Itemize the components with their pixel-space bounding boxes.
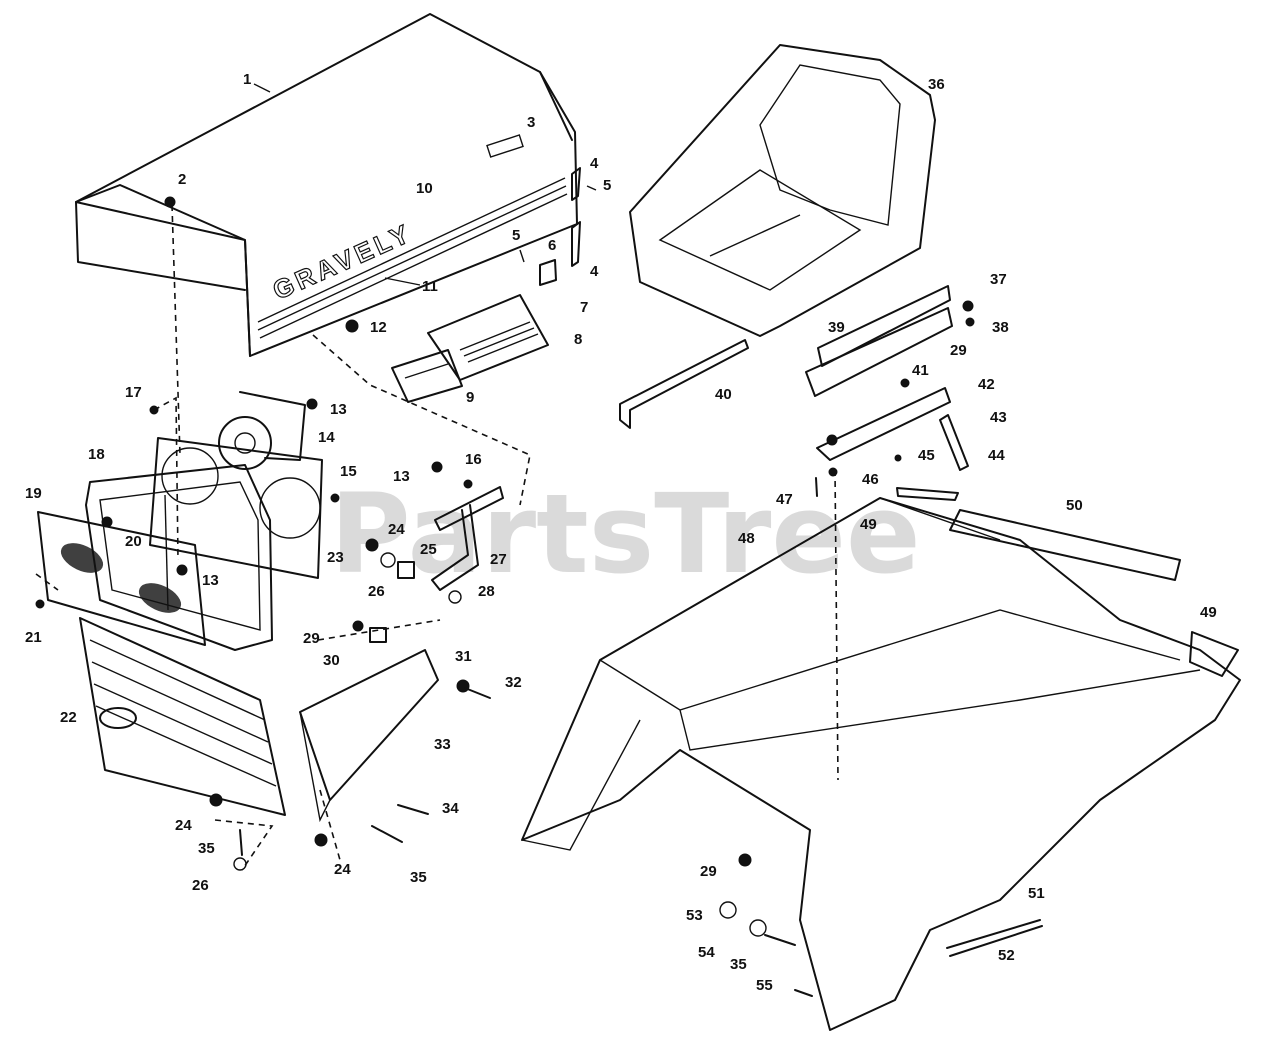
hood-latch-parts xyxy=(519,167,597,286)
callout-4: 4 xyxy=(590,155,599,172)
callout-52: 52 xyxy=(998,947,1015,964)
callout-14: 14 xyxy=(318,429,335,446)
callout-47: 47 xyxy=(776,491,793,508)
callout-32: 32 xyxy=(505,674,522,691)
callout-8: 8 xyxy=(574,331,582,348)
callout-29: 29 xyxy=(303,630,320,647)
callout-35b: 35 xyxy=(410,869,427,886)
callout-29b: 29 xyxy=(950,342,967,359)
assembly-lines xyxy=(35,204,839,871)
latch-rod-part xyxy=(946,919,1043,957)
support-arm-part xyxy=(431,486,504,591)
callout-18: 18 xyxy=(88,446,105,463)
callout-labels: 1 2 3 4 5 4 5 6 7 8 9 10 11 12 13 14 13 … xyxy=(25,71,1217,994)
decal-part xyxy=(391,294,549,403)
callout-25: 25 xyxy=(420,541,437,558)
callout-11: 11 xyxy=(422,278,438,295)
callout-24c: 24 xyxy=(334,861,351,878)
callout-28: 28 xyxy=(478,583,495,600)
headlight-panel-part xyxy=(149,437,323,579)
callout-55: 55 xyxy=(756,977,773,994)
callout-12: 12 xyxy=(370,319,387,336)
callout-31: 31 xyxy=(455,648,472,665)
callout-27: 27 xyxy=(490,551,507,568)
callout-23: 23 xyxy=(327,549,344,566)
callout-13: 13 xyxy=(330,401,347,418)
callout-22: 22 xyxy=(60,709,77,726)
callout-15: 15 xyxy=(340,463,357,480)
callout-29c: 29 xyxy=(700,863,717,880)
callout-19: 19 xyxy=(25,485,42,502)
callout-38: 38 xyxy=(992,319,1009,336)
callout-24: 24 xyxy=(388,521,405,538)
callout-54: 54 xyxy=(698,944,715,961)
gravely-logo: GRAVELY xyxy=(268,217,418,306)
callout-5b: 5 xyxy=(512,227,520,244)
callout-34: 34 xyxy=(442,800,459,817)
grille-part xyxy=(79,617,286,816)
callout-41: 41 xyxy=(912,362,929,379)
seat-rail-part xyxy=(619,339,749,429)
callout-51: 51 xyxy=(1028,885,1045,902)
headlight-bulb-part xyxy=(218,391,306,470)
callout-7: 7 xyxy=(580,299,588,316)
callout-35: 35 xyxy=(198,840,215,857)
callout-17: 17 xyxy=(125,384,142,401)
callout-49b: 49 xyxy=(1200,604,1217,621)
callout-53: 53 xyxy=(686,907,703,924)
watermark: PartsTree xyxy=(330,470,921,598)
hardware-parts xyxy=(35,196,975,997)
callout-37: 37 xyxy=(990,271,1007,288)
hood-part: GRAVELY xyxy=(75,13,578,357)
callout-49: 49 xyxy=(860,516,877,533)
callout-26b: 26 xyxy=(192,877,209,894)
callout-1: 1 xyxy=(243,71,251,88)
callout-36: 36 xyxy=(928,76,945,93)
callout-13b: 13 xyxy=(393,468,410,485)
callout-45: 45 xyxy=(918,447,935,464)
callout-43: 43 xyxy=(990,409,1007,426)
callout-39: 39 xyxy=(828,319,845,336)
callout-40: 40 xyxy=(715,386,732,403)
callout-33: 33 xyxy=(434,736,451,753)
callout-9: 9 xyxy=(466,389,474,406)
callout-21: 21 xyxy=(25,629,42,646)
callout-10: 10 xyxy=(416,180,433,197)
callout-26: 26 xyxy=(368,583,385,600)
callout-30: 30 xyxy=(323,652,340,669)
svg-text:GRAVELY: GRAVELY xyxy=(268,217,417,305)
seat-bracket-parts xyxy=(805,285,969,471)
callout-48: 48 xyxy=(738,530,755,547)
callout-3: 3 xyxy=(527,114,535,131)
callout-42: 42 xyxy=(978,376,995,393)
front-lens-part xyxy=(37,511,206,646)
callout-13c: 13 xyxy=(202,572,219,589)
fender-decal-part xyxy=(896,487,1239,677)
callout-2: 2 xyxy=(178,171,186,188)
callout-24b: 24 xyxy=(175,817,192,834)
headlight-housing-part xyxy=(85,464,273,651)
callout-4b: 4 xyxy=(590,263,599,280)
seat-part xyxy=(629,44,936,337)
callout-20: 20 xyxy=(125,533,142,550)
callout-44: 44 xyxy=(988,447,1005,464)
callout-50: 50 xyxy=(1066,497,1083,514)
callout-16: 16 xyxy=(465,451,482,468)
fender-part xyxy=(521,497,1241,1031)
callout-35c: 35 xyxy=(730,956,747,973)
mounting-bracket-part xyxy=(299,649,439,823)
callout-46: 46 xyxy=(862,471,879,488)
callout-5: 5 xyxy=(603,177,611,194)
callout-6: 6 xyxy=(548,237,556,254)
